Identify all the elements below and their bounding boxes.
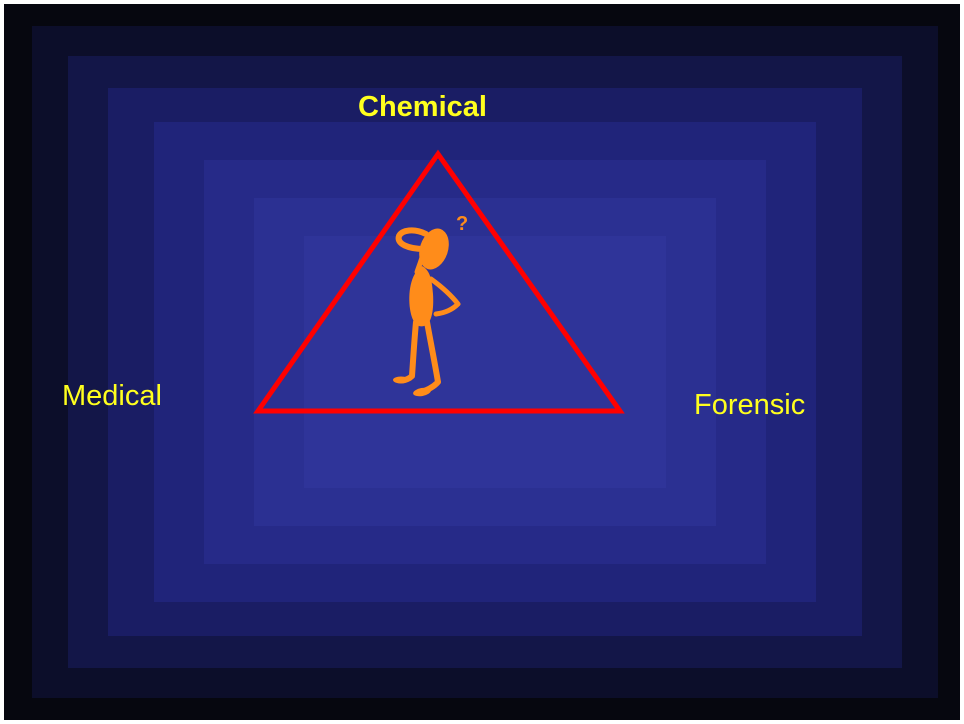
label-medical: Medical [62,382,162,411]
slide: ? Chemical Medical Forensic [4,4,960,720]
label-chemical: Chemical [358,93,487,122]
label-forensic: Forensic [694,391,805,420]
question-mark: ? [456,213,468,235]
confused-person-icon: ? [393,213,468,398]
